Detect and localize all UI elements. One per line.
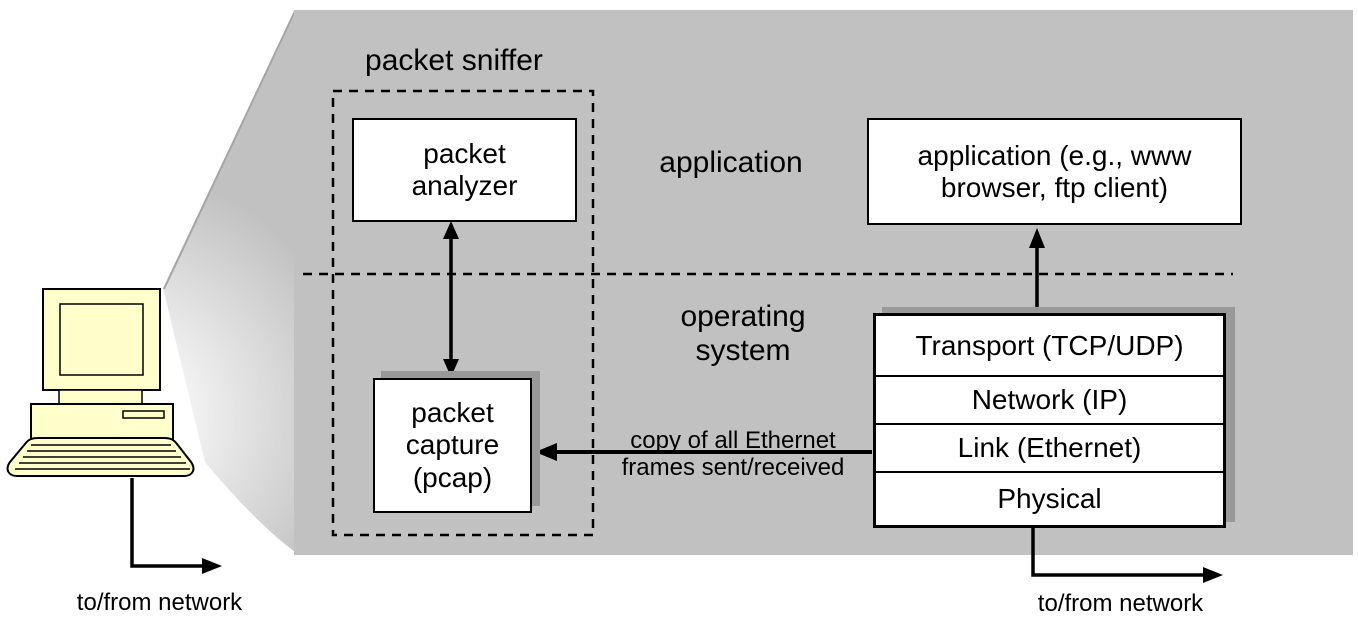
operating-system-label: operating system [680, 300, 806, 367]
protocol-stack-layer-network: Network (IP) [876, 375, 1223, 423]
packet-capture-box: packet capture (pcap) [373, 378, 532, 513]
application-box: application (e.g., www browser, ftp clie… [867, 118, 1242, 225]
application-layer-label: application [659, 146, 803, 179]
zoom-beam [163, 10, 295, 552]
protocol-stack-layer-transport: Transport (TCP/UDP) [915, 329, 1184, 361]
copy-frames-annotation-line2: frames sent/received [621, 454, 845, 481]
packet-sniffer-dashed-box [331, 89, 595, 537]
stack-network-arrow [1031, 528, 1223, 583]
analyzer-capture-arrow [443, 221, 459, 377]
computer-network-arrow [130, 478, 222, 574]
copy-frames-annotation: copy of all Ethernet frames sent/receive… [608, 427, 858, 481]
computer-keyboard-keys [15, 444, 190, 470]
computer-neck [58, 389, 143, 405]
copy-frames-arrow [535, 443, 872, 461]
packet-sniffer-label: packet sniffer [365, 44, 543, 77]
zoom-beam-edge [163, 10, 296, 290]
packet-analyzer-box: packet analyzer [352, 118, 577, 222]
protocol-stack-layer-physical: Physical [876, 471, 1223, 525]
computer-screen [59, 303, 144, 376]
protocol-stack: Transport (TCP/UDP) Network (IP) Link (E… [873, 313, 1226, 528]
stack-to-application-arrow [1029, 228, 1045, 313]
to-from-network-label-right: to/from network [1037, 590, 1204, 617]
to-from-network-label-left: to/from network [76, 589, 243, 616]
copy-frames-annotation-line1: copy of all Ethernet [630, 427, 836, 454]
protocol-stack-layer-link: Link (Ethernet) [876, 423, 1223, 471]
computer-drive-slot [122, 410, 165, 419]
computer-icon [6, 288, 195, 477]
